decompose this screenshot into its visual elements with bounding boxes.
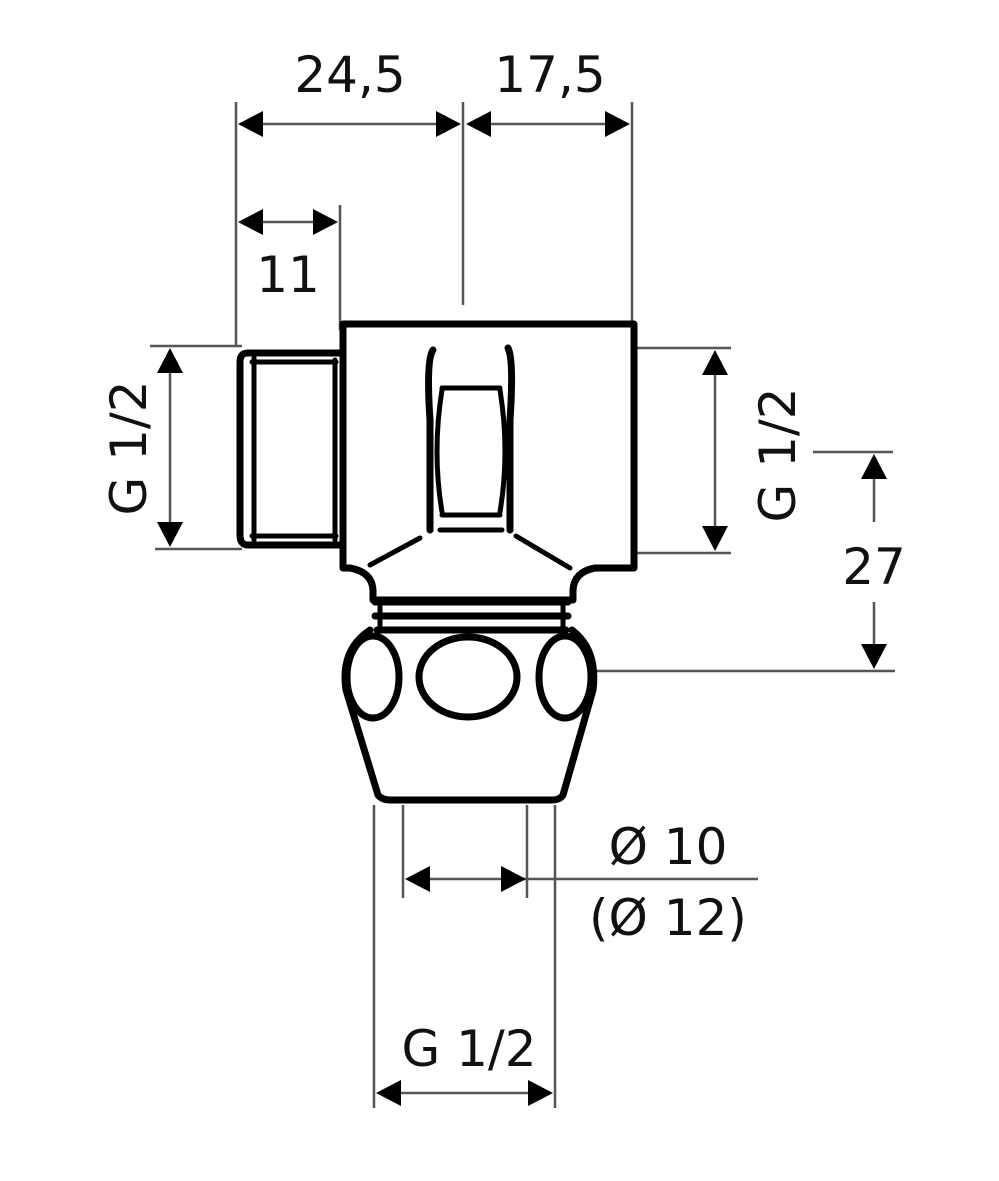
label-pipe-diameter: Ø 10 [609, 818, 728, 876]
dimension-left-thread: G 1/2 [100, 344, 242, 551]
dimension-pipe-diameter: Ø 10 (Ø 12) [401, 805, 758, 947]
inlet-stub [236, 349, 346, 549]
label-11: 11 [256, 246, 320, 304]
dimension-bottom-thread: G 1/2 [372, 805, 557, 1108]
label-24-5: 24,5 [294, 46, 405, 104]
compression-nut [341, 597, 598, 804]
dimension-right-thread: G 1/2 [636, 346, 807, 555]
dimension-17-5: 17,5 [466, 46, 634, 325]
main-housing [339, 320, 638, 604]
label-27: 27 [842, 538, 906, 596]
dimension-24-5: 24,5 [234, 46, 465, 345]
dimension-27: 27 [593, 450, 906, 673]
label-17-5: 17,5 [494, 46, 605, 104]
dimension-11: 11 [238, 205, 342, 330]
label-left-thread: G 1/2 [100, 380, 158, 515]
label-right-thread: G 1/2 [749, 387, 807, 522]
label-bottom-thread: G 1/2 [401, 1020, 536, 1078]
label-pipe-diameter-alt: (Ø 12) [589, 889, 747, 947]
